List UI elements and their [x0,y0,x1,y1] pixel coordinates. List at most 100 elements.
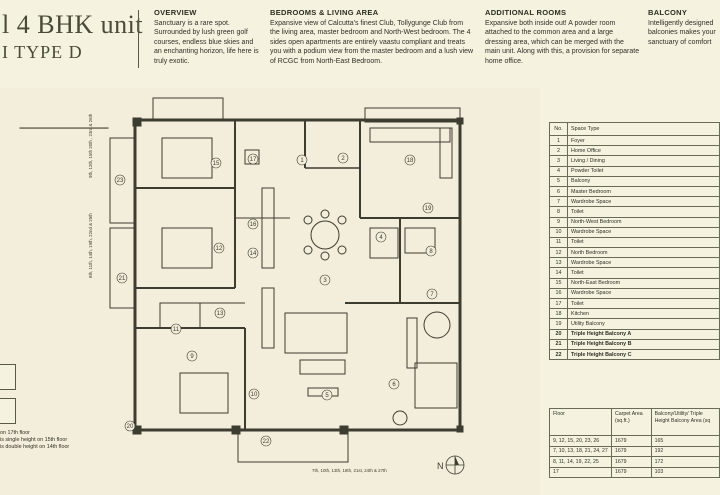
space-no: 15 [549,277,568,289]
additional-rooms-column: ADDITIONAL ROOMS Expansive both inside o… [485,8,641,66]
space-table-header: No.Space Type [549,122,720,136]
note-2: is single height on 15th floor [0,437,68,444]
space-no: 11 [549,236,568,249]
left-balcony-upper [109,137,136,224]
space-type: Toilet [567,236,720,249]
armchair [423,311,451,339]
room-16-label: 16 [250,222,257,228]
room-14-label: 14 [250,251,257,257]
area-cell: 1679 [610,466,652,478]
north-arrow-icon: N [437,455,465,475]
space-no: 6 [549,185,568,198]
area-header-cell: Balcony/Utility/ Triple Height Balcony A… [650,408,720,436]
space-no: 2 [549,145,568,157]
balcony-column: BALCONY Intelligently designed balconies… [648,8,720,47]
area-cell: 165 [650,435,720,447]
area-cell: 192 [650,445,720,457]
room-8-label: 8 [429,249,433,255]
balcony-heading: BALCONY [648,8,688,17]
bed-6 [414,362,458,409]
space-type: Triple Height Balcony B [567,338,720,350]
room-21-label: 21 [119,276,126,282]
room-6-label: 6 [392,382,396,388]
unit-title: l 4 BHK unit [2,10,144,39]
room-2-label: 2 [341,156,345,162]
space-type: North-West Bedroom [567,216,720,228]
floor-plan-drawing: 1 2 3 4 5 6 7 8 9 10 11 12 13 14 15 16 1… [19,97,465,475]
additional-rooms-heading: ADDITIONAL ROOMS [485,8,567,17]
space-no: 22 [549,348,568,361]
bedrooms-heading: BEDROOMS & LIVING AREA [270,8,379,17]
space-no: 3 [549,155,568,167]
bedrooms-text: Expansive view of Calcutta's finest Club… [270,19,474,65]
overview-heading: OVERVIEW [154,8,197,17]
bed-15 [161,137,213,179]
space-no: 7 [549,196,568,208]
wardrobe-7 [406,317,418,369]
legend-box-top [0,364,16,390]
additional-rooms-text: Expansive both inside out! A powder room… [485,19,640,65]
room-3-label: 3 [323,278,327,284]
space-type: Wardrobe Space [567,226,720,238]
area-cell: 1679 [610,435,652,447]
bed-12 [161,227,213,269]
space-no: 21 [549,338,568,350]
room-1-label: 1 [300,158,304,164]
legend-box-bottom [0,398,16,424]
area-cell: 7, 10, 13, 18, 21, 24, 27 [549,445,612,457]
room-10-label: 10 [251,392,258,398]
space-no: 19 [549,318,568,330]
space-no: 8 [549,206,568,218]
notes: on 17th floor is single height on 15th f… [0,430,69,452]
header-divider [138,10,139,68]
space-type: Triple Height Balcony C [567,348,720,361]
space-type: Master Bedroom [567,185,720,198]
balcony-23-floors: 9th, 12th, 15th 20th , 23rd & 26th [88,113,93,178]
space-type: Utility Balcony [567,318,720,330]
area-cell: 103 [650,466,720,478]
room-4-label: 4 [379,235,383,241]
space-type: Wardrobe Space [567,196,720,208]
space-no: 14 [549,267,568,279]
balcony-text: Intelligently designed balconies makes y… [648,19,716,46]
room-18-label: 18 [407,158,414,164]
area-cell: 8, 11, 14, 19, 22, 25 [549,456,612,468]
space-type: Wardrobe Space [567,287,720,300]
space-no: 1 [549,134,568,147]
bedrooms-column: BEDROOMS & LIVING AREA Expansive view of… [270,8,474,66]
bed-9 [179,372,229,414]
space-type: Triple Height Balcony A [567,328,720,340]
room-12-label: 12 [216,246,223,252]
room-22-label: 22 [263,439,270,445]
area-cell: 1679 [610,456,652,468]
room-7-label: 7 [430,292,434,298]
balcony-21-floors: 8th, 11th, 14th, 19th, 22nd & 25th [88,213,93,278]
left-balcony-lower [109,227,136,309]
room-17-label: 17 [250,157,257,163]
outer-wall [133,118,462,432]
overview-text: Sanctuary is a rare spot. Surrounded by … [154,19,259,65]
unit-type: I TYPE D [2,42,83,62]
sofa [284,312,348,354]
room-13-label: 13 [217,311,224,317]
area-header-cell: Floor [549,408,612,436]
space-no: 10 [549,226,568,238]
room-19-label: 19 [425,206,432,212]
space-no: 17 [549,297,568,310]
